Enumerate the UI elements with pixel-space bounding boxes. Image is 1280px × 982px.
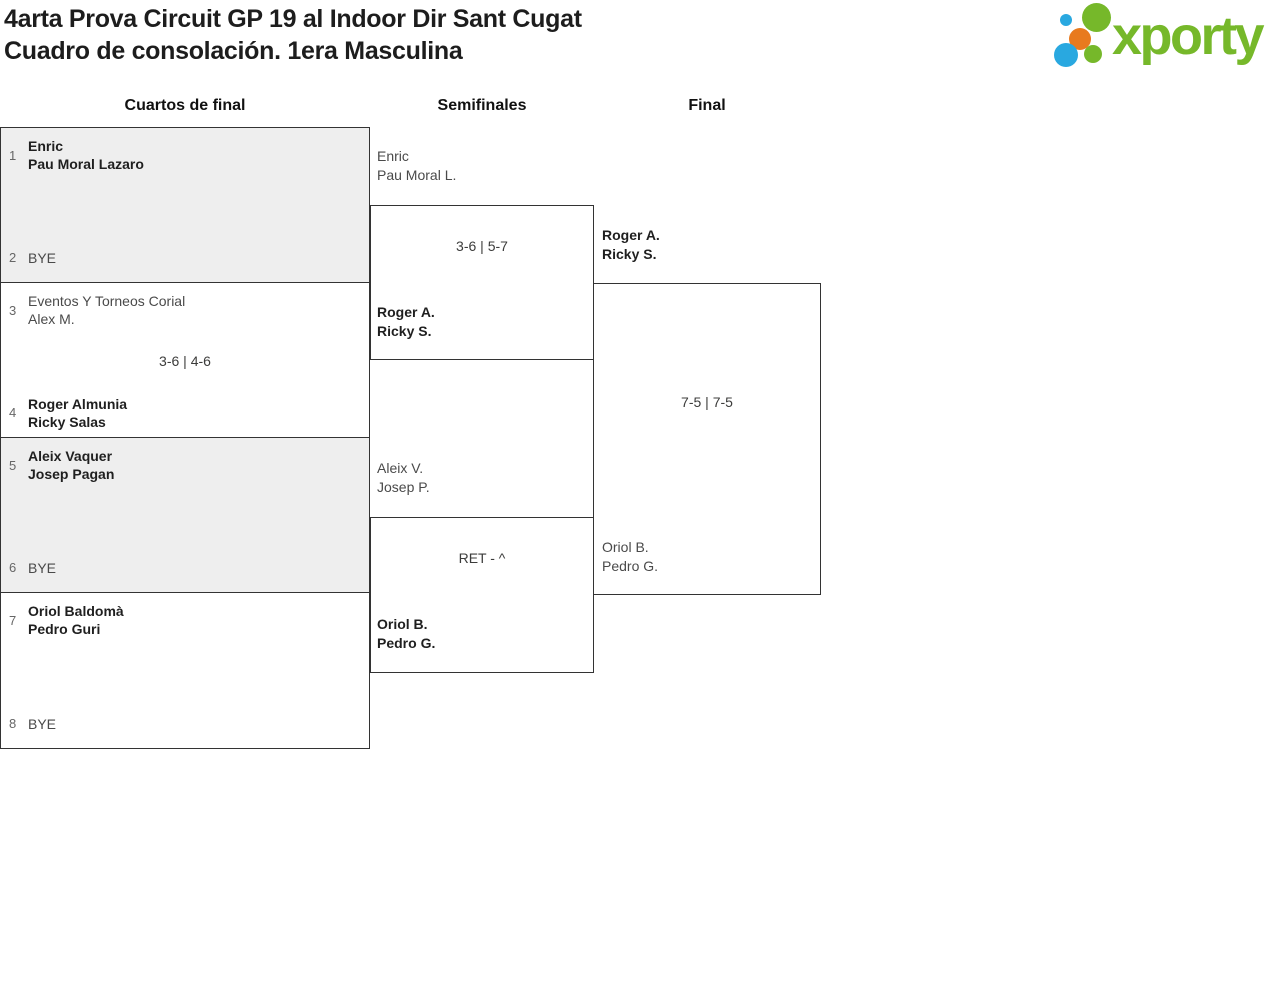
match-quarterfinal-4[interactable]: 7 Oriol Baldomà Pedro Guri 8 BYE — [0, 592, 370, 749]
seed-number: 7 — [9, 612, 17, 628]
team-name: Enric Pau Moral Lazaro — [25, 137, 144, 173]
player-name-line: Alex M. — [28, 311, 75, 327]
match-quarterfinal-1[interactable]: 1 Enric Pau Moral Lazaro 2 BYE — [0, 127, 370, 283]
team-slot-bottom: 8 BYE — [9, 705, 361, 742]
draw-name: Cuadro de consolación. 1era Masculina — [4, 37, 463, 65]
player-name-line: Ricky S. — [602, 246, 657, 262]
match-score — [9, 173, 361, 239]
player-name-line: Oriol Baldomà — [28, 603, 124, 619]
player-name-line: Ricky Salas — [28, 413, 106, 430]
player-name-line: Roger A. — [377, 304, 435, 320]
player-name-line: Aleix V. — [377, 460, 424, 476]
seed-number: 8 — [9, 716, 17, 731]
player-name-line: Pedro G. — [602, 558, 659, 574]
player-name-line: Roger A. — [602, 227, 660, 243]
player-name-line: BYE — [28, 249, 57, 266]
team-slot-top: 3 Eventos Y Torneos Corial Alex M. — [9, 292, 361, 328]
team-name: Aleix Vaquer Josep Pagan — [25, 447, 114, 483]
team-slot-bottom: 4 Roger Almunia Ricky Salas — [9, 394, 361, 431]
team-name: Aleix V. Josep P. — [377, 459, 430, 497]
match-score: 3-6 | 4-6 — [159, 353, 211, 369]
player-name-line: Pedro G. — [377, 635, 436, 651]
player-name-line: Oriol B. — [602, 539, 649, 555]
player-name-line: Oriol B. — [377, 616, 428, 632]
team-name: Roger Almunia Ricky Salas — [25, 395, 127, 431]
team-name: Oriol Baldomà Pedro Guri — [25, 602, 124, 638]
player-name-line: Pau Moral Lazaro — [28, 156, 144, 172]
player-name-line: Enric — [28, 138, 64, 154]
seed-number: 6 — [9, 560, 17, 575]
seed-number: 2 — [9, 250, 17, 265]
player-name-line: Josep Pagan — [28, 466, 115, 482]
seed-number: 5 — [9, 457, 17, 473]
seed-number: 1 — [9, 147, 17, 163]
player-name-line: Aleix Vaquer — [28, 448, 113, 464]
match-score: 3-6 | 5-7 — [456, 238, 508, 254]
team-name: Oriol B. Pedro G. — [377, 615, 435, 653]
round-header-final: Final — [688, 97, 726, 114]
xporty-logo: xporty — [1040, 0, 1280, 78]
player-name-line: BYE — [28, 715, 57, 732]
player-name-line: Enric — [377, 148, 409, 164]
player-name-line: Pedro Guri — [28, 621, 101, 637]
seed-number: 3 — [9, 302, 17, 318]
team-name: BYE — [25, 559, 56, 577]
team-slot-bottom: 6 BYE — [9, 549, 361, 586]
page-title: 4arta Prova Circuit GP 19 al Indoor Dir … — [4, 3, 904, 67]
logo-dot-icon — [1060, 14, 1072, 26]
team-name: Roger A. Ricky S. — [602, 226, 660, 264]
logo-dot-icon — [1069, 28, 1091, 50]
team-name: BYE — [25, 715, 56, 733]
match-score: 7-5 | 7-5 — [681, 394, 733, 410]
match-score — [9, 638, 361, 705]
round-header-semifinals: Semifinales — [437, 97, 527, 114]
match-score — [9, 483, 361, 549]
team-name: Roger A. Ricky S. — [377, 303, 435, 341]
player-name-line: Josep P. — [377, 479, 430, 495]
player-name-line: Eventos Y Torneos Corial — [28, 293, 186, 309]
logo-wordmark: xporty — [1112, 6, 1265, 66]
match-semifinal-1[interactable]: 3-6 | 5-7 — [370, 205, 594, 360]
player-name-line: BYE — [28, 559, 57, 576]
match-quarterfinal-3[interactable]: 5 Aleix Vaquer Josep Pagan 6 BYE — [0, 437, 370, 593]
logo-dot-icon — [1054, 43, 1078, 67]
team-slot-bottom: 2 BYE — [9, 239, 361, 276]
match-final[interactable]: 7-5 | 7-5 — [593, 283, 821, 595]
team-slot-top: 5 Aleix Vaquer Josep Pagan — [9, 447, 361, 483]
player-name-line: Ricky S. — [377, 323, 432, 339]
match-quarterfinal-2[interactable]: 3 Eventos Y Torneos Corial Alex M. 3-6 |… — [0, 282, 370, 438]
match-semifinal-2[interactable]: RET - ^ — [370, 517, 594, 673]
team-name: BYE — [25, 249, 56, 267]
team-slot-top: 1 Enric Pau Moral Lazaro — [9, 137, 361, 173]
match-score: RET - ^ — [458, 550, 506, 566]
player-name-line: Pau Moral L. — [377, 167, 457, 183]
team-name: Oriol B. Pedro G. — [602, 538, 658, 576]
team-name: Eventos Y Torneos Corial Alex M. — [25, 292, 185, 328]
round-header-quarterfinals: Cuartos de final — [124, 97, 246, 114]
logo-dot-icon — [1082, 3, 1111, 32]
team-name: Enric Pau Moral L. — [377, 147, 456, 185]
player-name-line: Roger Almunia — [28, 395, 128, 412]
logo-dot-icon — [1084, 45, 1102, 63]
seed-number: 4 — [9, 405, 17, 420]
tournament-name: 4arta Prova Circuit GP 19 al Indoor Dir … — [4, 5, 582, 33]
team-slot-top: 7 Oriol Baldomà Pedro Guri — [9, 602, 361, 638]
